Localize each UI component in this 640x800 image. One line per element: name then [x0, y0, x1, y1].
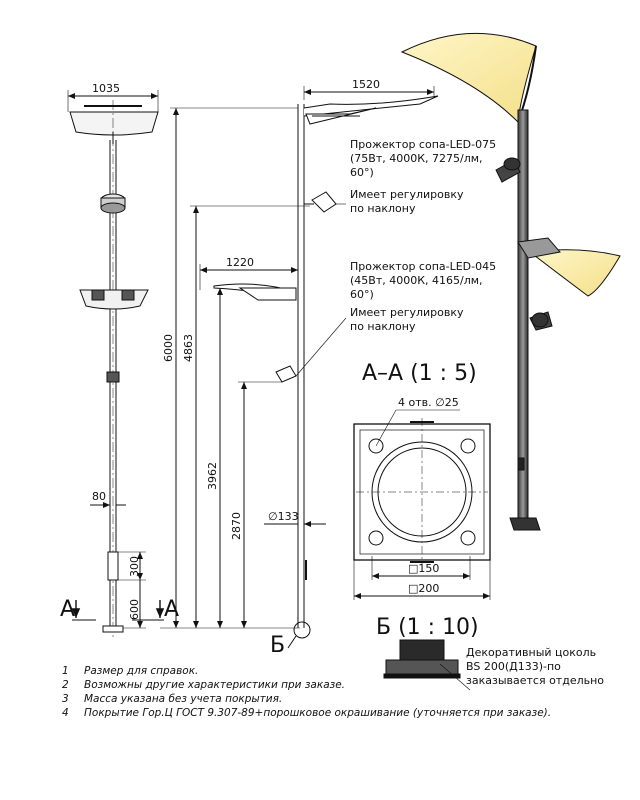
projector-lower-name: Прожектор сопа-LED-045: [350, 260, 496, 273]
dim-total-height: 6000: [162, 334, 175, 362]
projector-upper-tilt-1: Имеет регулировку: [350, 188, 464, 201]
section-mark-left: A: [60, 597, 75, 622]
section-mark-right: A: [164, 597, 179, 622]
detail-b-line-2: BS 200(Д133)-по: [466, 660, 561, 673]
section-aa-title: А–А (1 : 5): [362, 361, 477, 386]
projector-lower-spec-2: 60°): [350, 288, 374, 301]
projector-upper-spec-2: 60°): [350, 166, 374, 179]
projector-upper-spec-1: (75Вт, 4000К, 7275/лм,: [350, 152, 483, 165]
detail-b-line-3: заказывается отдельно: [466, 674, 604, 687]
dim-lower-proj-height: 2870: [230, 512, 243, 540]
dim-lower-arm-height: 3962: [206, 462, 219, 490]
detail-b-line-1: Декоративный цоколь: [466, 646, 596, 659]
section-aa-inner: □150: [408, 562, 439, 575]
detail-mark-b: Б: [270, 633, 285, 658]
dim-upper-arm-height: 4863: [182, 334, 195, 362]
section-aa-outer: □200: [408, 582, 439, 595]
section-aa-plate: [353, 409, 491, 600]
projector-lower-tilt-2: по наклону: [350, 320, 416, 333]
projector-lower-tilt-1: Имеет регулировку: [350, 306, 464, 319]
dim-pole-diameter: ∅133: [268, 510, 299, 523]
projector-lower-spec-1: (45Вт, 4000К, 4165/лм,: [350, 274, 483, 287]
iso-view: [400, 32, 621, 531]
detail-b-base: [383, 639, 471, 691]
dim-arm-lower: 1220: [226, 256, 254, 269]
dim-arm-upper: 1520: [352, 78, 380, 91]
side-view: [160, 86, 439, 649]
detail-b-title: Б (1 : 10): [376, 615, 479, 640]
dim-top-width: 1035: [92, 82, 120, 95]
projector-upper-tilt-2: по наклону: [350, 202, 416, 215]
dim-hatch-height: 300: [128, 556, 141, 577]
front-view: [67, 90, 165, 640]
section-aa-holes: 4 отв. ∅25: [398, 396, 459, 409]
dim-base-width: 80: [92, 490, 106, 503]
dim-hatch-offset: 600: [128, 599, 141, 620]
projector-upper-name: Прожектор сопа-LED-075: [350, 138, 496, 151]
